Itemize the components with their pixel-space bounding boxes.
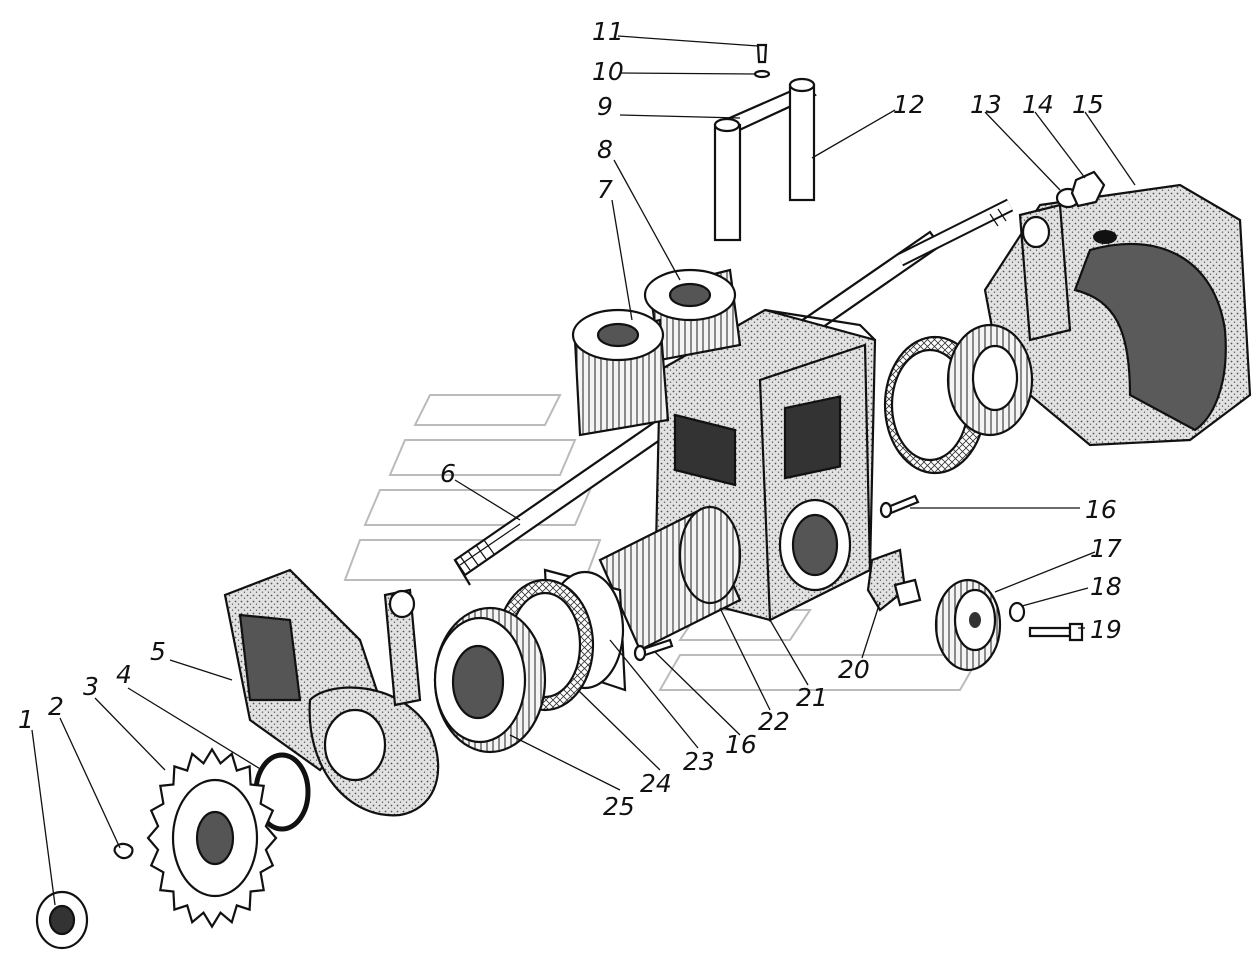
callout-11: 11	[592, 17, 624, 46]
callout-numbers: 1 2 3 4 5 6 7 8 9 10 11 12 13 14 15 16 1…	[18, 17, 1122, 821]
callout-3: 3	[83, 672, 99, 701]
callout-25: 25	[603, 792, 635, 821]
callout-4: 4	[116, 660, 132, 689]
lever-20	[866, 548, 922, 612]
callout-7: 7	[597, 175, 613, 204]
yoke-assembly	[713, 43, 817, 242]
callout-20: 20	[838, 655, 870, 684]
callout-18: 18	[1090, 572, 1122, 601]
bolt-16-lower	[633, 638, 674, 662]
callout-13: 13	[970, 90, 1002, 119]
nut-1	[35, 890, 89, 950]
key-2	[113, 842, 134, 860]
leader-lines	[31, 35, 1136, 906]
right-bearing-assembly	[883, 323, 1034, 475]
washer-18	[1008, 601, 1026, 623]
callout-14: 14	[1022, 90, 1054, 119]
right-housing	[983, 183, 1252, 447]
callout-1: 1	[18, 705, 34, 734]
callout-9: 9	[597, 92, 613, 121]
callout-16-lower: 16	[725, 730, 757, 759]
spline-gear-22	[598, 505, 742, 652]
flange-cap-17	[934, 578, 1002, 672]
callout-8: 8	[597, 135, 613, 164]
central-housing	[653, 308, 877, 622]
callout-24: 24	[640, 769, 672, 798]
callout-22: 22	[758, 707, 790, 736]
sprocket-3	[146, 747, 278, 929]
callout-12: 12	[893, 90, 925, 119]
callout-10: 10	[592, 57, 624, 86]
callout-16-upper: 16	[1085, 495, 1117, 524]
nut-washer-13-14	[1055, 170, 1106, 209]
callout-19: 19	[1090, 615, 1122, 644]
callout-15: 15	[1072, 90, 1104, 119]
bearing-25	[433, 606, 547, 754]
left-bracket-housing	[223, 568, 440, 817]
bolt-16-upper	[879, 494, 920, 519]
callout-6: 6	[440, 459, 456, 488]
callout-21: 21	[796, 683, 828, 712]
callout-23: 23	[683, 747, 715, 776]
callout-5: 5	[150, 637, 166, 666]
roller-pair	[571, 268, 742, 437]
bolt-19	[1028, 622, 1084, 642]
callout-17: 17	[1090, 534, 1122, 563]
watermark-shapes	[343, 394, 982, 691]
callout-2: 2	[48, 692, 64, 721]
